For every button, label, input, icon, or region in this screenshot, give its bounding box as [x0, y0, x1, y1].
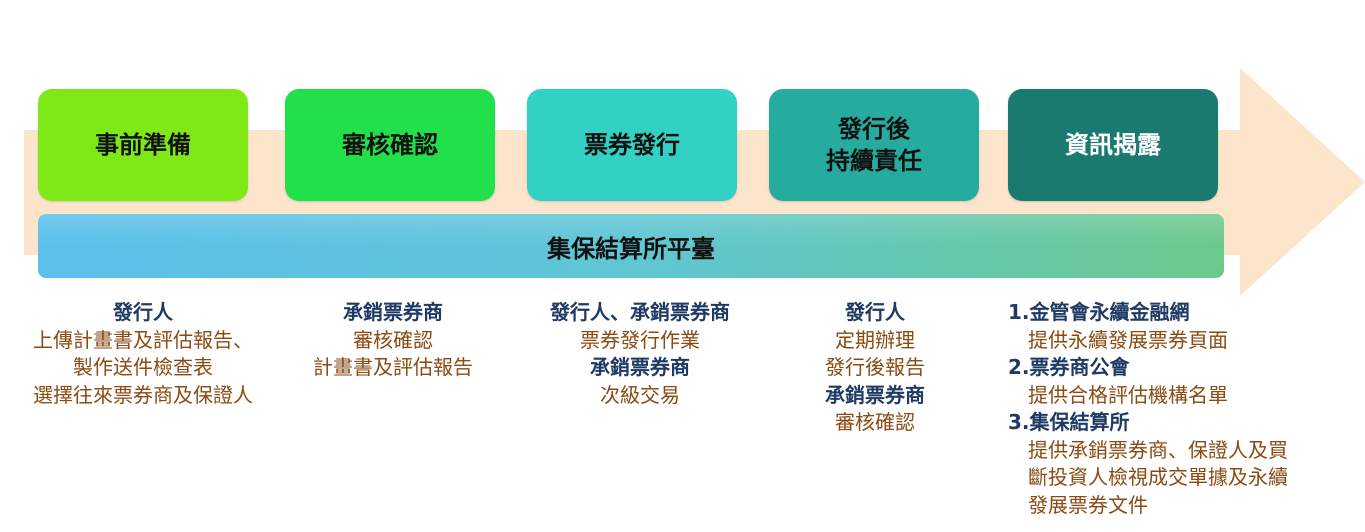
step-disclosure: 資訊揭露 [1008, 89, 1218, 201]
detail-heading: 承銷票券商 [590, 355, 690, 379]
detail-text: 審核確認 [835, 410, 915, 434]
step-post-issuance: 發行後 持續責任 [769, 89, 979, 201]
step-pre-preparation: 事前準備 [38, 89, 248, 201]
detail-text: 發展票券文件 [1028, 492, 1148, 517]
detail-column-3: 發行人、承銷票券商票券發行作業承銷票券商次級交易 [550, 299, 730, 409]
detail-text: 上傳計畫書及評估報告、 [33, 327, 253, 352]
detail-heading: 發行人、承銷票券商 [550, 300, 730, 324]
detail-heading: 承銷票券商 [825, 382, 925, 407]
platform-label: 集保結算所平臺 [547, 234, 715, 263]
detail-heading: 發行人 [113, 300, 173, 324]
detail-heading: 1.金管會永續金融網 [1008, 300, 1190, 324]
detail-text: 提供合格評估機構名單 [1028, 382, 1228, 407]
detail-text: 定期辦理 [835, 327, 915, 352]
detail-text: 提供承銷票券商、保證人及買 [1028, 437, 1288, 462]
detail-column-4: 發行人定期辦理發行後報告承銷票券商審核確認 [825, 299, 925, 437]
detail-column-5: 1.金管會永續金融網提供永續發展票券頁面 2.票券商公會提供合格評估機構名單 3.集… [1008, 299, 1288, 519]
step-issuance: 票券發行 [527, 89, 737, 201]
detail-text: 計畫書及評估報告 [313, 355, 473, 379]
detail-text: 發行後報告 [825, 355, 925, 379]
detail-text: 斷投資人檢視成交單據及永續 [1028, 465, 1288, 489]
detail-text: 票券發行作業 [580, 327, 700, 352]
detail-heading: 3.集保結算所 [1008, 410, 1130, 434]
detail-text: 審核確認 [353, 327, 433, 352]
detail-text: 選擇往來票券商及保證人 [33, 382, 253, 407]
step-review: 審核確認 [285, 89, 495, 201]
detail-text: 製作送件檢查表 [73, 355, 213, 379]
detail-heading: 2.票券商公會 [1008, 355, 1130, 379]
detail-text: 提供永續發展票券頁面 [1028, 327, 1228, 352]
detail-heading: 承銷票券商 [343, 300, 443, 324]
platform-bar: 集保結算所平臺 [38, 214, 1224, 278]
detail-text: 次級交易 [600, 382, 680, 407]
detail-heading: 發行人 [845, 300, 905, 324]
detail-column-2: 承銷票券商審核確認計畫書及評估報告 [313, 299, 473, 382]
detail-column-1: 發行人上傳計畫書及評估報告、製作送件檢查表選擇往來票券商及保證人 [33, 299, 253, 409]
